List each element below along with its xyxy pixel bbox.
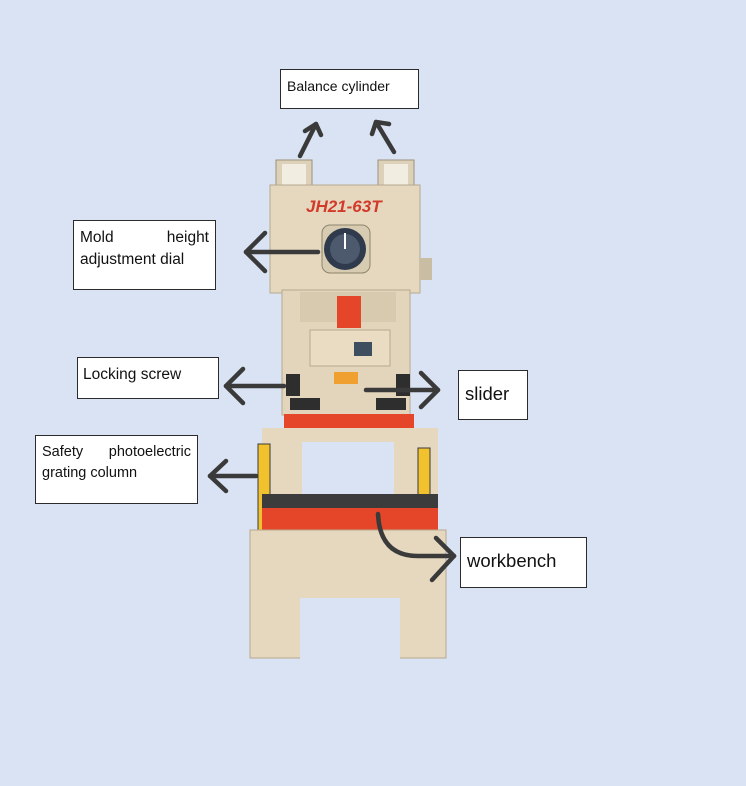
locking-screw-arrow xyxy=(223,366,287,406)
slider-arrow xyxy=(363,370,441,410)
label-workbench: workbench xyxy=(460,537,587,588)
label-slider-text: slider xyxy=(465,383,510,404)
label-mold-height-dial: Mold height adjustment dial xyxy=(73,220,216,290)
balance-cylinder-arrow-left xyxy=(297,121,324,159)
slider-plate xyxy=(284,414,414,428)
workbench-arrow xyxy=(375,511,457,583)
label-slider: slider xyxy=(458,370,528,420)
balance-cylinder-arrow-right xyxy=(369,119,397,155)
label-workbench-text: workbench xyxy=(467,550,557,571)
grating-arrow xyxy=(207,458,259,494)
label-safety-grating-text: Safety photoelectric grating column xyxy=(42,444,191,482)
label-mold-height-dial-text: Mold height adjustment dial xyxy=(80,229,209,269)
label-safety-grating: Safety photoelectric grating column xyxy=(35,435,198,504)
balance-cylinders xyxy=(275,159,415,189)
model-label: JH21-63T xyxy=(306,197,383,216)
mold-height-dial xyxy=(321,224,371,274)
label-locking-screw-text: Locking screw xyxy=(83,366,182,383)
label-locking-screw: Locking screw xyxy=(77,357,219,399)
mold-dial-arrow xyxy=(243,230,321,274)
label-balance-cylinder: Balance cylinder xyxy=(280,69,419,109)
punch-press-machine: JH21-63T xyxy=(249,159,447,660)
label-balance-cylinder-text: Balance cylinder xyxy=(287,78,390,94)
callout-arrows xyxy=(207,119,457,583)
workbench-top xyxy=(262,494,438,510)
